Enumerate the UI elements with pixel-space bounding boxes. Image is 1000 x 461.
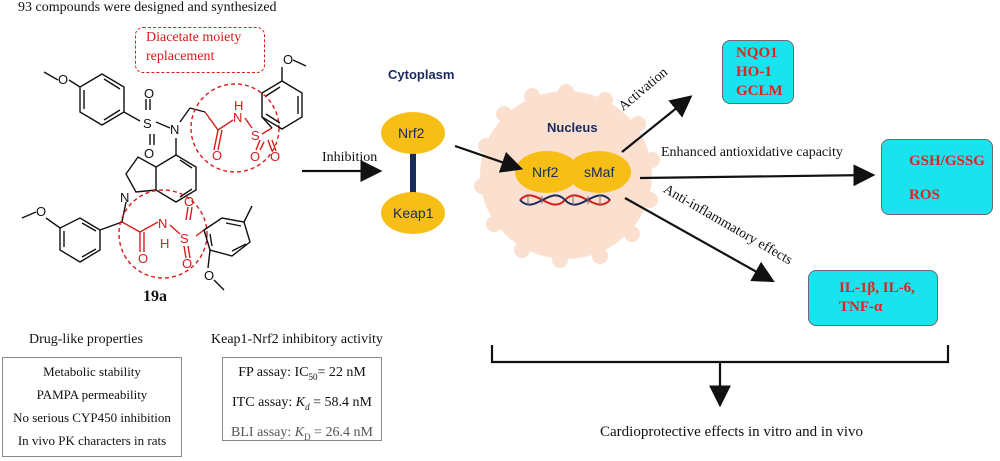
svg-text:O: O: [182, 256, 192, 271]
cytoplasm-label: Cytoplasm: [388, 67, 455, 82]
nrf2-label: Nrf2: [398, 125, 425, 141]
antioxidant-box: GSH/GSSG ROS: [881, 139, 993, 215]
svg-text:O: O: [270, 149, 280, 164]
bli-k: K: [294, 424, 305, 440]
nucleus-label: Nucleus: [547, 120, 598, 135]
page-title: 93 compounds were designed and synthesiz…: [18, 0, 277, 15]
svg-text:N: N: [170, 122, 179, 137]
gene-ho1: HO-1: [736, 64, 772, 80]
druglike-item: In vivo PK characters in rats: [17, 433, 167, 448]
genes-box: NQO1 HO-1 GCLM: [722, 40, 794, 104]
svg-text:O: O: [204, 268, 214, 283]
activity-title: Keap1-Nrf2 inhibitory activity: [211, 332, 383, 347]
svg-text:N: N: [120, 190, 129, 205]
il-label: IL-1β, IL-6,: [839, 280, 915, 296]
svg-text:H: H: [234, 98, 243, 113]
tnf-label: TNF-α: [839, 299, 883, 315]
inhibition-label: Inhibition: [322, 150, 378, 165]
svg-text:O: O: [138, 251, 148, 266]
activity-panel: FP assay: IC50= 22 nM ITC assay: Kd = 58…: [222, 357, 382, 441]
itc-assay: ITC assay: Kd = 58.4 nM: [223, 390, 381, 420]
bli-suffix: = 26.4 nM: [310, 424, 373, 440]
svg-text:N: N: [233, 110, 242, 125]
itc-k: K: [295, 394, 306, 410]
gene-nqo1: NQO1: [736, 45, 778, 61]
ros-label: ROS: [909, 187, 940, 203]
callout-box: [135, 27, 265, 73]
svg-text:H: H: [160, 236, 169, 251]
druglike-item: Metabolic stability: [43, 364, 141, 379]
inflammation-box: IL-1β, IL-6, TNF-α: [808, 270, 938, 326]
gsh-gssg-label: GSH/GSSG: [909, 153, 985, 169]
bli-sub: D: [304, 431, 311, 442]
svg-text:O: O: [144, 146, 154, 161]
svg-text:O: O: [144, 86, 154, 101]
svg-text:O: O: [283, 52, 293, 67]
gene-gclm: GCLM: [736, 83, 783, 99]
keap1-label: Keap1: [393, 205, 434, 221]
bli-assay: BLI assay: KD = 26.4 nM: [223, 420, 381, 450]
svg-text:O: O: [58, 72, 68, 87]
fp-prefix: FP assay: IC: [238, 365, 309, 380]
fp-suffix: = 22 nM: [317, 365, 366, 380]
callout-line-2: replacement: [146, 49, 215, 64]
itc-prefix: ITC assay:: [232, 394, 296, 410]
svg-text:S: S: [251, 128, 260, 143]
bli-prefix: BLI assay:: [231, 424, 295, 440]
itc-sub: d: [305, 401, 310, 412]
itc-suffix: = 58.4 nM: [309, 394, 372, 410]
smaf-label: sMaf: [584, 164, 615, 180]
antioxidative-label: Enhanced antioxidative capacity: [661, 145, 843, 160]
svg-text:O: O: [212, 148, 222, 163]
fp-sub: 50: [308, 371, 318, 382]
svg-text:O: O: [250, 149, 260, 164]
svg-text:O: O: [36, 204, 46, 219]
compound-label: 19a: [143, 288, 167, 305]
svg-text:O: O: [184, 194, 194, 209]
svg-text:N: N: [158, 216, 167, 231]
druglike-panel: Metabolic stability PAMPA permeability N…: [2, 357, 182, 457]
callout-line-1: Diacetate moiety: [146, 30, 242, 45]
druglike-item: No serious CYP450 inhibition: [13, 410, 171, 425]
fp-assay: FP assay: IC50= 22 nM: [223, 360, 381, 390]
nucleus-nrf2-label: Nrf2: [532, 164, 559, 180]
svg-text:S: S: [143, 116, 152, 131]
druglike-title: Drug-like properties: [29, 332, 143, 347]
druglike-item: PAMPA permeability: [36, 387, 148, 402]
conclusion-text: Cardioprotective effects in vitro and in…: [600, 424, 863, 440]
svg-text:S: S: [180, 231, 189, 246]
